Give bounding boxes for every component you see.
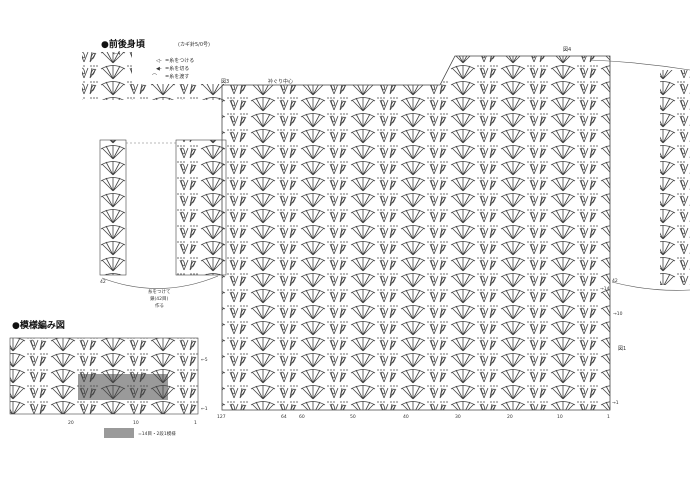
- body-chart: [82, 52, 690, 411]
- row-marker-4: ←4: [113, 51, 120, 57]
- side-panel-mid: [175, 139, 227, 276]
- tick-20: 20: [507, 414, 513, 420]
- symbol-legend: ◁- =糸をつける ◀- =糸を切る ⌒ =糸を渡す: [152, 57, 194, 80]
- side-panel-right: [660, 70, 690, 285]
- row-marker-1: →1: [612, 400, 619, 406]
- legend-symbol-attach: ◁-: [156, 58, 162, 64]
- legend-attach-yarn: =糸をつける: [165, 57, 194, 64]
- chain-count-left: 42: [100, 279, 106, 285]
- legend-carry-yarn: =糸を渡す: [165, 73, 189, 80]
- tick-30: 30: [455, 414, 461, 420]
- chain-curve-left: [101, 275, 219, 289]
- pattern-tick-10: 10: [133, 420, 139, 426]
- tick-60: 60: [299, 414, 305, 420]
- pattern-tick-1: 1: [194, 420, 197, 426]
- chain-note-line1: 糸をつけて: [148, 288, 171, 295]
- pattern-row-marker-5: ←5: [201, 357, 208, 363]
- legend-symbol-carry: ⌒: [152, 74, 157, 80]
- legend-cut-yarn: =糸を切る: [165, 65, 189, 72]
- row-marker-14: →14: [600, 286, 610, 292]
- legend-symbol-cut: ◀-: [156, 66, 162, 72]
- pattern-chart-title: ●模様編み図: [12, 319, 65, 331]
- tick-10: 10: [557, 414, 563, 420]
- figure-4-label: 図4: [563, 47, 571, 53]
- chain-count-right: 42: [612, 278, 618, 284]
- pattern-tick-20: 20: [68, 420, 74, 426]
- pattern-chart: [9, 337, 199, 415]
- row-marker-10: →10: [613, 311, 623, 317]
- tick-1: 1: [607, 414, 610, 420]
- figure-3-label: 図3: [221, 79, 229, 85]
- chain-note-line3: 作る: [155, 302, 164, 309]
- chain-curve-right: [611, 281, 690, 291]
- tick-64: 64: [281, 414, 287, 420]
- shoulder-left: [82, 52, 132, 100]
- tick-40: 40: [403, 414, 409, 420]
- body-stitch-axis: 127 64 60 50 40 30 20 10 1: [217, 414, 610, 420]
- repeat-label: =14目・2段1模様: [138, 430, 176, 437]
- shoulder-strap: [132, 84, 224, 100]
- side-panel-left: [99, 139, 127, 276]
- hook-size: (カギ針5/0号): [178, 41, 210, 48]
- neck-center-label: 衿ぐり中心: [268, 78, 293, 85]
- repeat-swatch: [104, 428, 134, 438]
- tick-127: 127: [217, 414, 226, 420]
- body-title: ●前後身頃: [101, 38, 146, 50]
- figure-1-label: 図1: [618, 346, 626, 352]
- chain-note-line2: 鎖(42目): [150, 295, 168, 302]
- pattern-row-marker-1: ←1: [201, 406, 208, 412]
- tick-50: 50: [350, 414, 356, 420]
